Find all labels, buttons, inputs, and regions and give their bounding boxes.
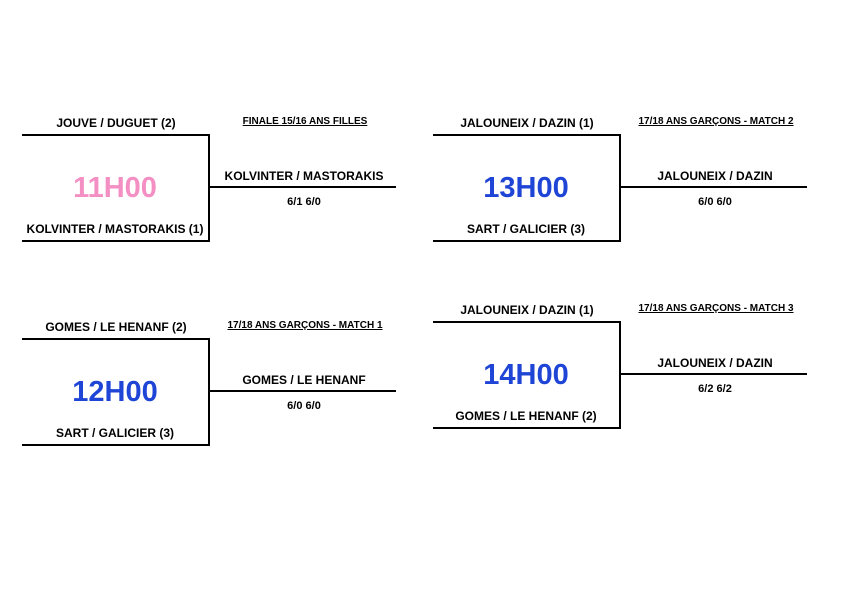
- bottom-line: [22, 240, 210, 242]
- winner: JALOUNEIX / DAZIN: [657, 356, 773, 370]
- winner-line: [210, 390, 396, 392]
- vertical-line: [619, 321, 621, 429]
- vertical-line: [208, 134, 210, 242]
- score: 6/0 6/0: [698, 196, 732, 208]
- winner-line: [621, 186, 807, 188]
- match-title: FINALE 15/16 ANS FILLES: [242, 116, 368, 127]
- team-top: JALOUNEIX / DAZIN (1): [460, 303, 594, 317]
- top-line: [433, 134, 621, 136]
- team-bottom: SART / GALICIER (3): [55, 426, 174, 440]
- bracket-match-finale-15-16: JOUVE / DUGUET (2) FINALE 15/16 ANS FILL…: [22, 112, 402, 242]
- bracket-match-17-18-match-1: GOMES / LE HENANF (2) 17/18 ANS GARÇONS …: [22, 316, 402, 446]
- top-line: [433, 321, 621, 323]
- team-top: GOMES / LE HENANF (2): [45, 320, 187, 334]
- match-time: 13H00: [483, 172, 569, 204]
- team-top: JALOUNEIX / DAZIN (1): [460, 116, 594, 130]
- winner-line: [210, 186, 396, 188]
- bracket-match-17-18-match-2: JALOUNEIX / DAZIN (1) 17/18 ANS GARÇONS …: [433, 112, 813, 242]
- match-title: 17/18 ANS GARÇONS - MATCH 2: [638, 116, 794, 127]
- score: 6/2 6/2: [698, 383, 732, 395]
- match-title: 17/18 ANS GARÇONS - MATCH 3: [638, 303, 794, 314]
- bottom-line: [433, 427, 621, 429]
- team-bottom: GOMES / LE HENANF (2): [455, 409, 597, 423]
- score: 6/1 6/0: [287, 196, 321, 208]
- match-title: 17/18 ANS GARÇONS - MATCH 1: [227, 320, 383, 331]
- team-bottom: SART / GALICIER (3): [466, 222, 585, 236]
- vertical-line: [619, 134, 621, 242]
- team-bottom: KOLVINTER / MASTORAKIS (1): [26, 222, 204, 236]
- top-line: [22, 134, 210, 136]
- match-time: 12H00: [72, 376, 158, 408]
- winner-line: [621, 373, 807, 375]
- match-time: 11H00: [73, 172, 157, 204]
- bottom-line: [22, 444, 210, 446]
- winner: KOLVINTER / MASTORAKIS: [224, 169, 384, 183]
- score: 6/0 6/0: [287, 400, 321, 412]
- bottom-line: [433, 240, 621, 242]
- match-time: 14H00: [483, 359, 569, 391]
- vertical-line: [208, 338, 210, 446]
- winner: GOMES / LE HENANF: [242, 373, 366, 387]
- top-line: [22, 338, 210, 340]
- bracket-match-17-18-match-3: JALOUNEIX / DAZIN (1) 17/18 ANS GARÇONS …: [433, 299, 813, 429]
- team-top: JOUVE / DUGUET (2): [56, 116, 176, 130]
- winner: JALOUNEIX / DAZIN: [657, 169, 773, 183]
